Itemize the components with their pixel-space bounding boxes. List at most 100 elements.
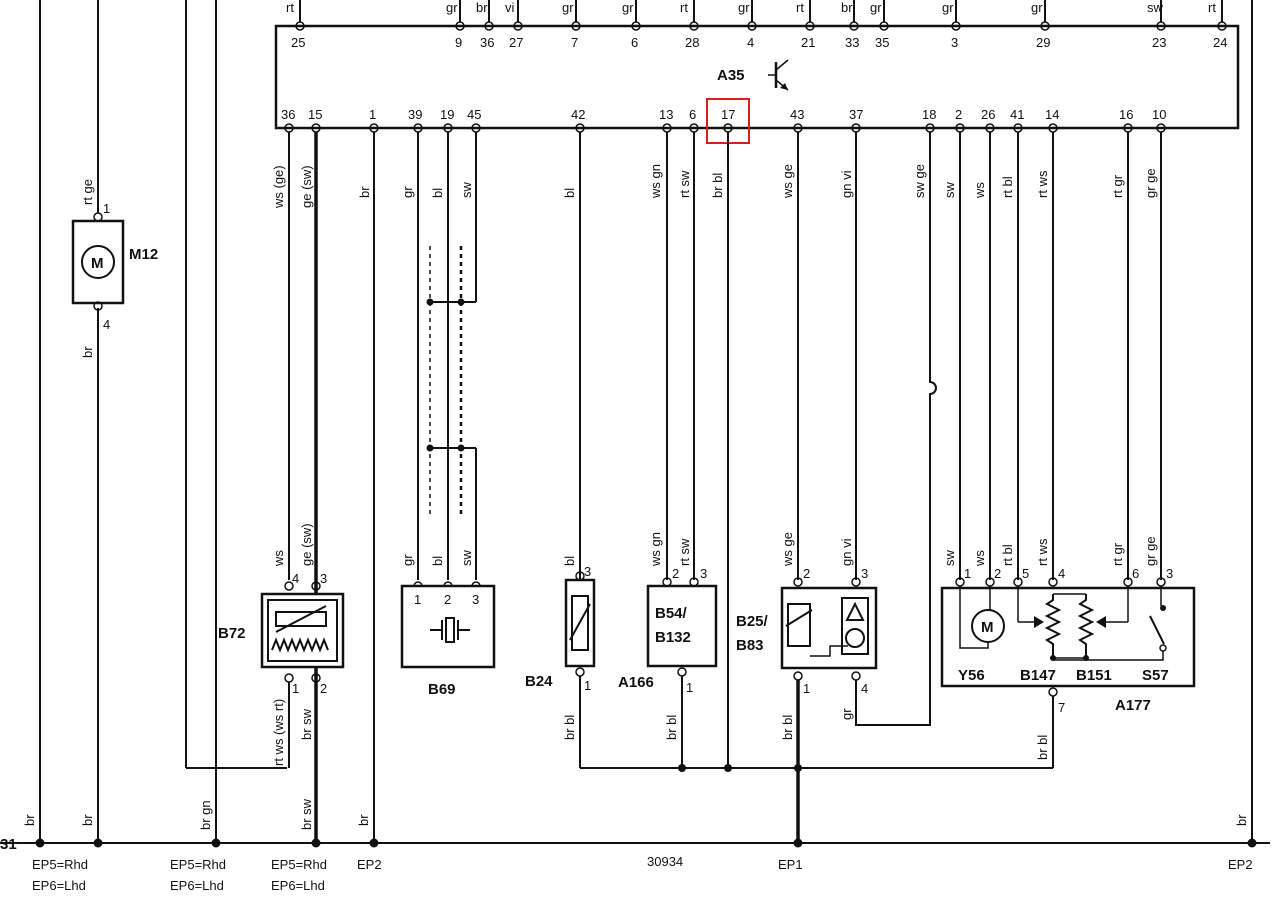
- b54-label: B54/: [655, 605, 688, 622]
- ecu-wire-color-labels: ws (ge) ge (sw) br gr bl sw bl ws gn rt …: [271, 164, 1158, 209]
- top-pin-label: 9: [455, 35, 462, 50]
- b69-pin-2: 2: [444, 592, 451, 607]
- b83-label: B83: [736, 637, 764, 654]
- bottom-pin-label: 45: [467, 107, 481, 122]
- ecu-top-wire-colors: rt gr br vi gr gr rt gr rt br gr gr gr s…: [286, 0, 1216, 15]
- ep2-label: EP2: [357, 857, 382, 872]
- b24-pin-1: 1: [584, 678, 591, 693]
- motor-symbol-icon: M: [91, 255, 104, 272]
- m12-wire-bottom: br: [80, 346, 95, 358]
- wire-label: rt ws: [1035, 170, 1050, 198]
- b25-wire-3: gn vi: [839, 538, 854, 566]
- top-pin-label: 21: [801, 35, 815, 50]
- ep2-label: EP2: [1228, 857, 1253, 872]
- bottom-pin-label: 43: [790, 107, 804, 122]
- b69-sensor: gr bl sw 1 2 3 B69: [400, 550, 496, 698]
- b25-wire-2: ws ge: [780, 532, 795, 567]
- bottom-pin-label: 1: [369, 107, 376, 122]
- ep5-label: EP5=Rhd: [170, 857, 226, 872]
- wire-label: gr: [400, 186, 415, 198]
- top-pin-label: 36: [480, 35, 494, 50]
- b69-wire-1: gr: [400, 554, 415, 566]
- top-pin-label: 24: [1213, 35, 1227, 50]
- wire-label: rt bl: [1000, 176, 1015, 198]
- bottom-pin-label: 18: [922, 107, 936, 122]
- b24-label: B24: [525, 673, 553, 690]
- ground-rail-label: 31: [0, 836, 17, 853]
- ecu-label: A35: [717, 67, 745, 84]
- b72-label: B72: [218, 625, 246, 642]
- b25-pin-1: 1: [803, 681, 810, 696]
- top-wire-color-23: sw: [1147, 0, 1164, 15]
- top-wire-color-33: br: [841, 0, 853, 15]
- bottom-pin-label: 19: [440, 107, 454, 122]
- top-wire-color-6: gr: [622, 0, 634, 15]
- ecu-top-pin-labels: 25 9 36 27 7 6 28 4 21 33 35 3 29 23 24: [291, 35, 1227, 50]
- crystal-icon: [430, 617, 470, 643]
- b25-pin-4: 4: [861, 681, 868, 696]
- a166-wire-3: rt sw: [677, 538, 692, 566]
- y56-label: Y56: [958, 667, 985, 684]
- top-wire-color-7: gr: [562, 0, 574, 15]
- a177-pin-5: 5: [1022, 566, 1029, 581]
- top-wire-color-21: rt: [796, 0, 804, 15]
- wire-label: sw: [459, 182, 474, 199]
- top-wire-color-27: vi: [505, 0, 515, 15]
- wire-label: bl: [430, 188, 445, 198]
- top-wire-color-4: gr: [738, 0, 750, 15]
- ground-wire-label: br: [22, 814, 37, 826]
- wire-label: sw ge: [912, 164, 927, 198]
- top-pin-label: 27: [509, 35, 523, 50]
- bottom-pin-label: 36: [281, 107, 295, 122]
- b72-pin-4: 4: [292, 571, 299, 586]
- wire-label: rt sw: [677, 170, 692, 198]
- b69-wire-3: sw: [459, 550, 474, 567]
- s57-label: S57: [1142, 667, 1169, 684]
- wire-label: sw: [942, 182, 957, 199]
- ground-wire-label: br sw: [299, 798, 314, 830]
- wire-label: gn vi: [839, 170, 854, 198]
- b25-pin-2: 2: [803, 566, 810, 581]
- ground-wire-label: br: [356, 814, 371, 826]
- a177-label: A177: [1115, 697, 1151, 714]
- bottom-pin-label: 16: [1119, 107, 1133, 122]
- b69-pin-1: 1: [414, 592, 421, 607]
- wire-label: ge (sw): [299, 165, 314, 208]
- ground-bus: [0, 764, 1270, 848]
- wire-label: gr ge: [1143, 168, 1158, 198]
- b24-pin-3: 3: [584, 564, 591, 579]
- ep6-label: EP6=Lhd: [170, 878, 224, 893]
- b69-pin-3: 3: [472, 592, 479, 607]
- a177-wire-5: rt bl: [1000, 544, 1015, 566]
- bottom-pin-label: 10: [1152, 107, 1166, 122]
- ecu-top-pin-circles: [295, 21, 1227, 31]
- m12-pin-1: 1: [103, 201, 110, 216]
- b72-pin-2: 2: [320, 681, 327, 696]
- top-pin-label: 33: [845, 35, 859, 50]
- top-pin-label: 35: [875, 35, 889, 50]
- b72-sensor: ws ge (sw) 4 3 1 2 B72 rt ws (ws rt) br …: [218, 523, 345, 768]
- a177-wire-7: br bl: [1035, 735, 1050, 760]
- a177-wire-3: gr ge: [1143, 536, 1158, 566]
- a166-pin-1: 1: [686, 680, 693, 695]
- b24-sensor: bl 3 1 B24 br bl: [525, 556, 596, 768]
- a177-module: sw ws rt bl rt ws rt gr gr ge 1 2 5 4 6 …: [940, 536, 1196, 768]
- top-pin-label: 3: [951, 35, 958, 50]
- bottom-pin-label: 37: [849, 107, 863, 122]
- b25-label: B25/: [736, 613, 769, 630]
- ep5-label: EP5=Rhd: [271, 857, 327, 872]
- a177-pin-1: 1: [964, 566, 971, 581]
- a166-pin-2: 2: [672, 566, 679, 581]
- top-pin-label: 4: [747, 35, 754, 50]
- wire-label: ws: [972, 182, 987, 199]
- top-wire-color-35: gr: [870, 0, 882, 15]
- bottom-pin-label: 15: [308, 107, 322, 122]
- left-wires: [39, 0, 1253, 843]
- top-wire-color-29: gr: [1031, 0, 1043, 15]
- ep6-label: EP6=Lhd: [271, 878, 325, 893]
- ep1-label: EP1: [778, 857, 803, 872]
- wire-label: br: [357, 186, 372, 198]
- wire-label: ws gn: [648, 164, 663, 199]
- b24-wire-1: br bl: [562, 715, 577, 740]
- top-pin-label: 6: [631, 35, 638, 50]
